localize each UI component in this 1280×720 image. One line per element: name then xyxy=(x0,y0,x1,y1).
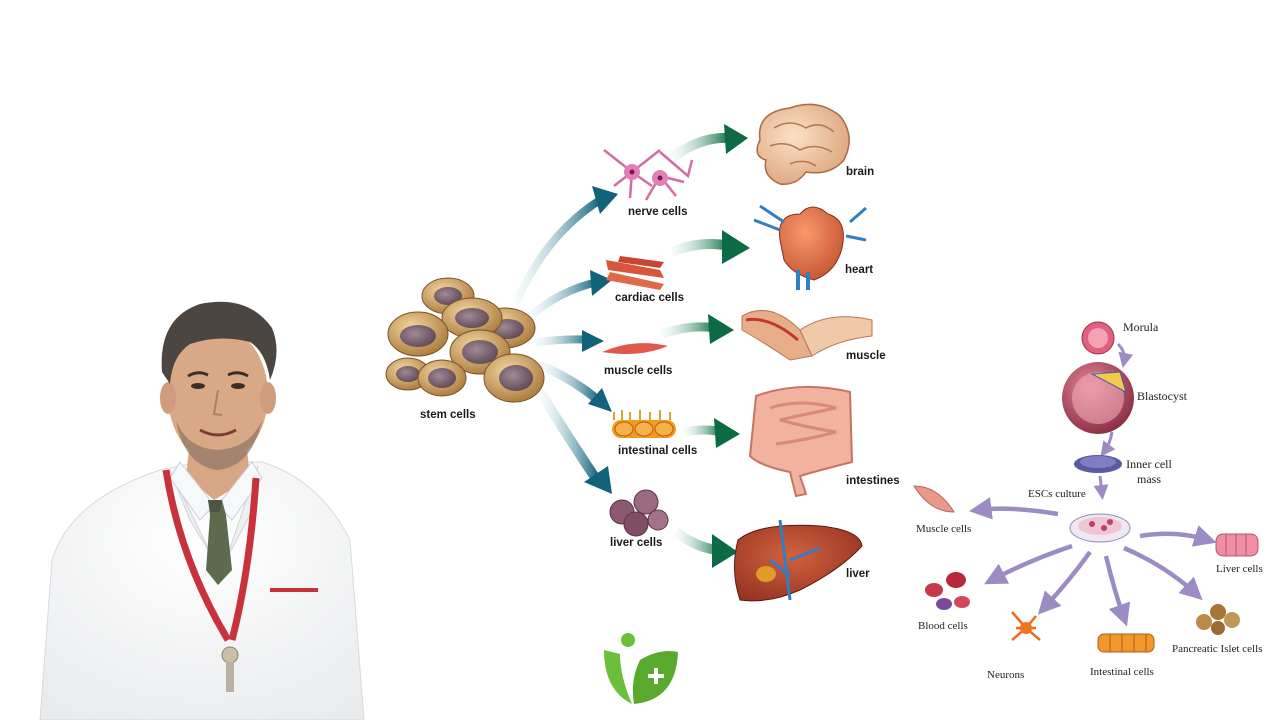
blastocyst-illustration xyxy=(1062,362,1134,434)
label-liver: liver xyxy=(846,568,870,580)
nerve-cells-illustration xyxy=(603,149,694,201)
brain-illustration xyxy=(756,103,850,185)
arrow-blastocyst-icm xyxy=(1100,431,1116,457)
right-intestinal-cells-illustration xyxy=(1097,633,1155,653)
label-right-muscle-cells: Muscle cells xyxy=(916,523,972,535)
pancreatic-islet-cells-illustration xyxy=(1196,604,1240,635)
liver-illustration xyxy=(734,519,863,602)
label-cardiac-cells: cardiac cells xyxy=(615,292,685,304)
arrow-icm-culture xyxy=(1093,475,1109,500)
label-blastocyst: Blastocyst xyxy=(1137,389,1187,403)
label-right-intestinal-cells: Intestinal cells xyxy=(1090,666,1154,678)
cardiac-cells-illustration xyxy=(606,256,664,290)
label-escs-culture: ESCs culture xyxy=(1028,488,1086,500)
label-right-liver-cells: Liver cells xyxy=(1216,563,1263,575)
muscle-illustration xyxy=(741,309,873,361)
label-blood-cells: Blood cells xyxy=(918,620,968,632)
petri-dish-illustration xyxy=(1069,513,1131,543)
label-liver-cells: liver cells xyxy=(610,537,663,549)
label-heart: heart xyxy=(845,264,874,276)
label-morula: Morula xyxy=(1123,320,1159,334)
stem-cells-cluster xyxy=(385,277,545,403)
cell-to-organ-arrows xyxy=(660,124,750,568)
label-stem-cells: stem cells xyxy=(420,409,476,421)
label-muscle-cells: muscle cells xyxy=(604,365,673,377)
intestinal-cells-illustration xyxy=(612,410,676,438)
intestines-illustration xyxy=(748,385,854,498)
morula-illustration xyxy=(1081,321,1115,355)
right-muscle-cells-illustration xyxy=(913,485,955,513)
label-inner-cell-mass: Inner cell mass xyxy=(1126,457,1172,486)
label-neurons: Neurons xyxy=(987,669,1025,681)
inner-cell-mass-illustration xyxy=(1074,455,1122,473)
label-brain: brain xyxy=(846,166,875,178)
stem-to-cell-arrows xyxy=(511,186,618,494)
arrow-morula-blastocyst xyxy=(1116,342,1134,368)
label-intestines: intestines xyxy=(846,475,900,487)
liver-cells-illustration xyxy=(609,489,669,537)
muscle-cells-illustration xyxy=(602,343,668,354)
esc-culture-arrows xyxy=(969,497,1217,627)
blood-cells-illustration xyxy=(925,572,970,610)
label-muscle: muscle xyxy=(846,350,886,362)
doctor-portrait xyxy=(39,301,365,720)
heart-illustration xyxy=(753,204,867,290)
health-plus-logo xyxy=(604,633,678,704)
right-liver-cells-illustration xyxy=(1215,533,1259,557)
label-nerve-cells: nerve cells xyxy=(628,206,688,218)
label-intestinal-cells: intestinal cells xyxy=(618,445,698,457)
neuron-illustration xyxy=(1011,611,1041,641)
label-pancreatic-islet-cells: Pancreatic Islet cells xyxy=(1172,643,1263,655)
